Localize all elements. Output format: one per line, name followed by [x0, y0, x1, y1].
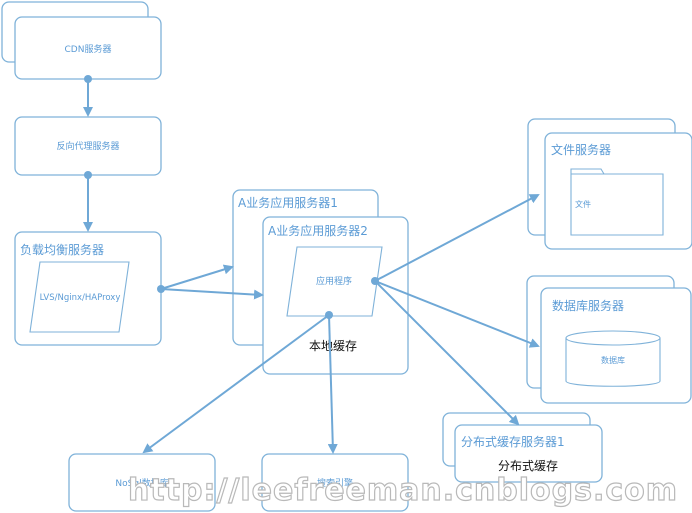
search-engine-node[interactable]: 搜索引擎: [261, 453, 409, 512]
connector-dot-cdn: [84, 75, 92, 83]
folder-icon: [570, 168, 664, 236]
arrow-app-to-dist-cache: [374, 280, 520, 426]
cdn-server-label: CDN服务器: [65, 43, 112, 55]
load-balancer-label: 负载均衡服务器: [20, 242, 104, 257]
dist-cache-server-label: 分布式缓存服务器1: [461, 434, 565, 449]
app-server-2-label: A业务应用服务器2: [268, 223, 368, 238]
file-server-label: 文件服务器: [551, 142, 611, 157]
nosql-node[interactable]: NoSql数据库: [68, 453, 216, 512]
load-balancer-node[interactable]: 负载均衡服务器 LVS/Nginx/HAProxy: [14, 231, 162, 346]
watermark-text: http://leefreeman.cnblogs.com: [128, 473, 678, 508]
arrow-app-to-database: [374, 280, 540, 348]
dist-cache-label: 分布式缓存: [498, 459, 558, 473]
arrow-lb-to-app1: [160, 264, 234, 290]
arrow-lb-to-app2: [160, 288, 264, 300]
app-program-label: 应用程序: [316, 275, 352, 287]
cdn-server-node[interactable]: CDN服务器: [1, 1, 162, 80]
file-label: 文件: [575, 199, 591, 209]
connector-dot-app-bottom: [325, 311, 333, 319]
reverse-proxy-node[interactable]: 反向代理服务器: [14, 116, 162, 176]
app-server-2-node[interactable]: A业务应用服务器2 应用程序 本地缓存: [262, 216, 409, 375]
database-cylinder-body: [565, 338, 661, 387]
database-server-node[interactable]: 数据库服务器 数据库: [526, 275, 692, 404]
nosql-box: [68, 453, 216, 512]
local-cache-label: 本地缓存: [309, 339, 357, 353]
database-label: 数据库: [601, 355, 625, 365]
dist-cache-server-node[interactable]: 分布式缓存服务器1 分布式缓存: [442, 412, 603, 483]
search-engine-box: [261, 453, 409, 512]
search-engine-label: 搜索引擎: [317, 477, 353, 489]
app-server-1-label: A业务应用服务器1: [238, 195, 338, 210]
database-cylinder-icon: [565, 330, 661, 346]
load-balancer-software-label: LVS/Nginx/HAProxy: [40, 293, 121, 303]
file-server-node[interactable]: 文件服务器 文件: [527, 118, 692, 250]
connector-dot-loadbalancer: [157, 285, 165, 293]
arrow-app-to-search: [327, 314, 338, 454]
arrow-app-to-nosql: [142, 314, 330, 454]
reverse-proxy-label: 反向代理服务器: [56, 140, 119, 152]
dist-cache-server-box: [454, 424, 603, 483]
arrow-app-to-file: [374, 194, 540, 282]
database-server-label: 数据库服务器: [552, 298, 624, 313]
nosql-label: NoSql数据库: [115, 477, 168, 489]
connector-dot-app-right: [371, 277, 379, 285]
connector-dot-proxy: [84, 171, 92, 179]
load-balancer-software-shape: [29, 261, 130, 333]
app-program-shape: [286, 246, 383, 317]
connectors: [83, 75, 540, 454]
